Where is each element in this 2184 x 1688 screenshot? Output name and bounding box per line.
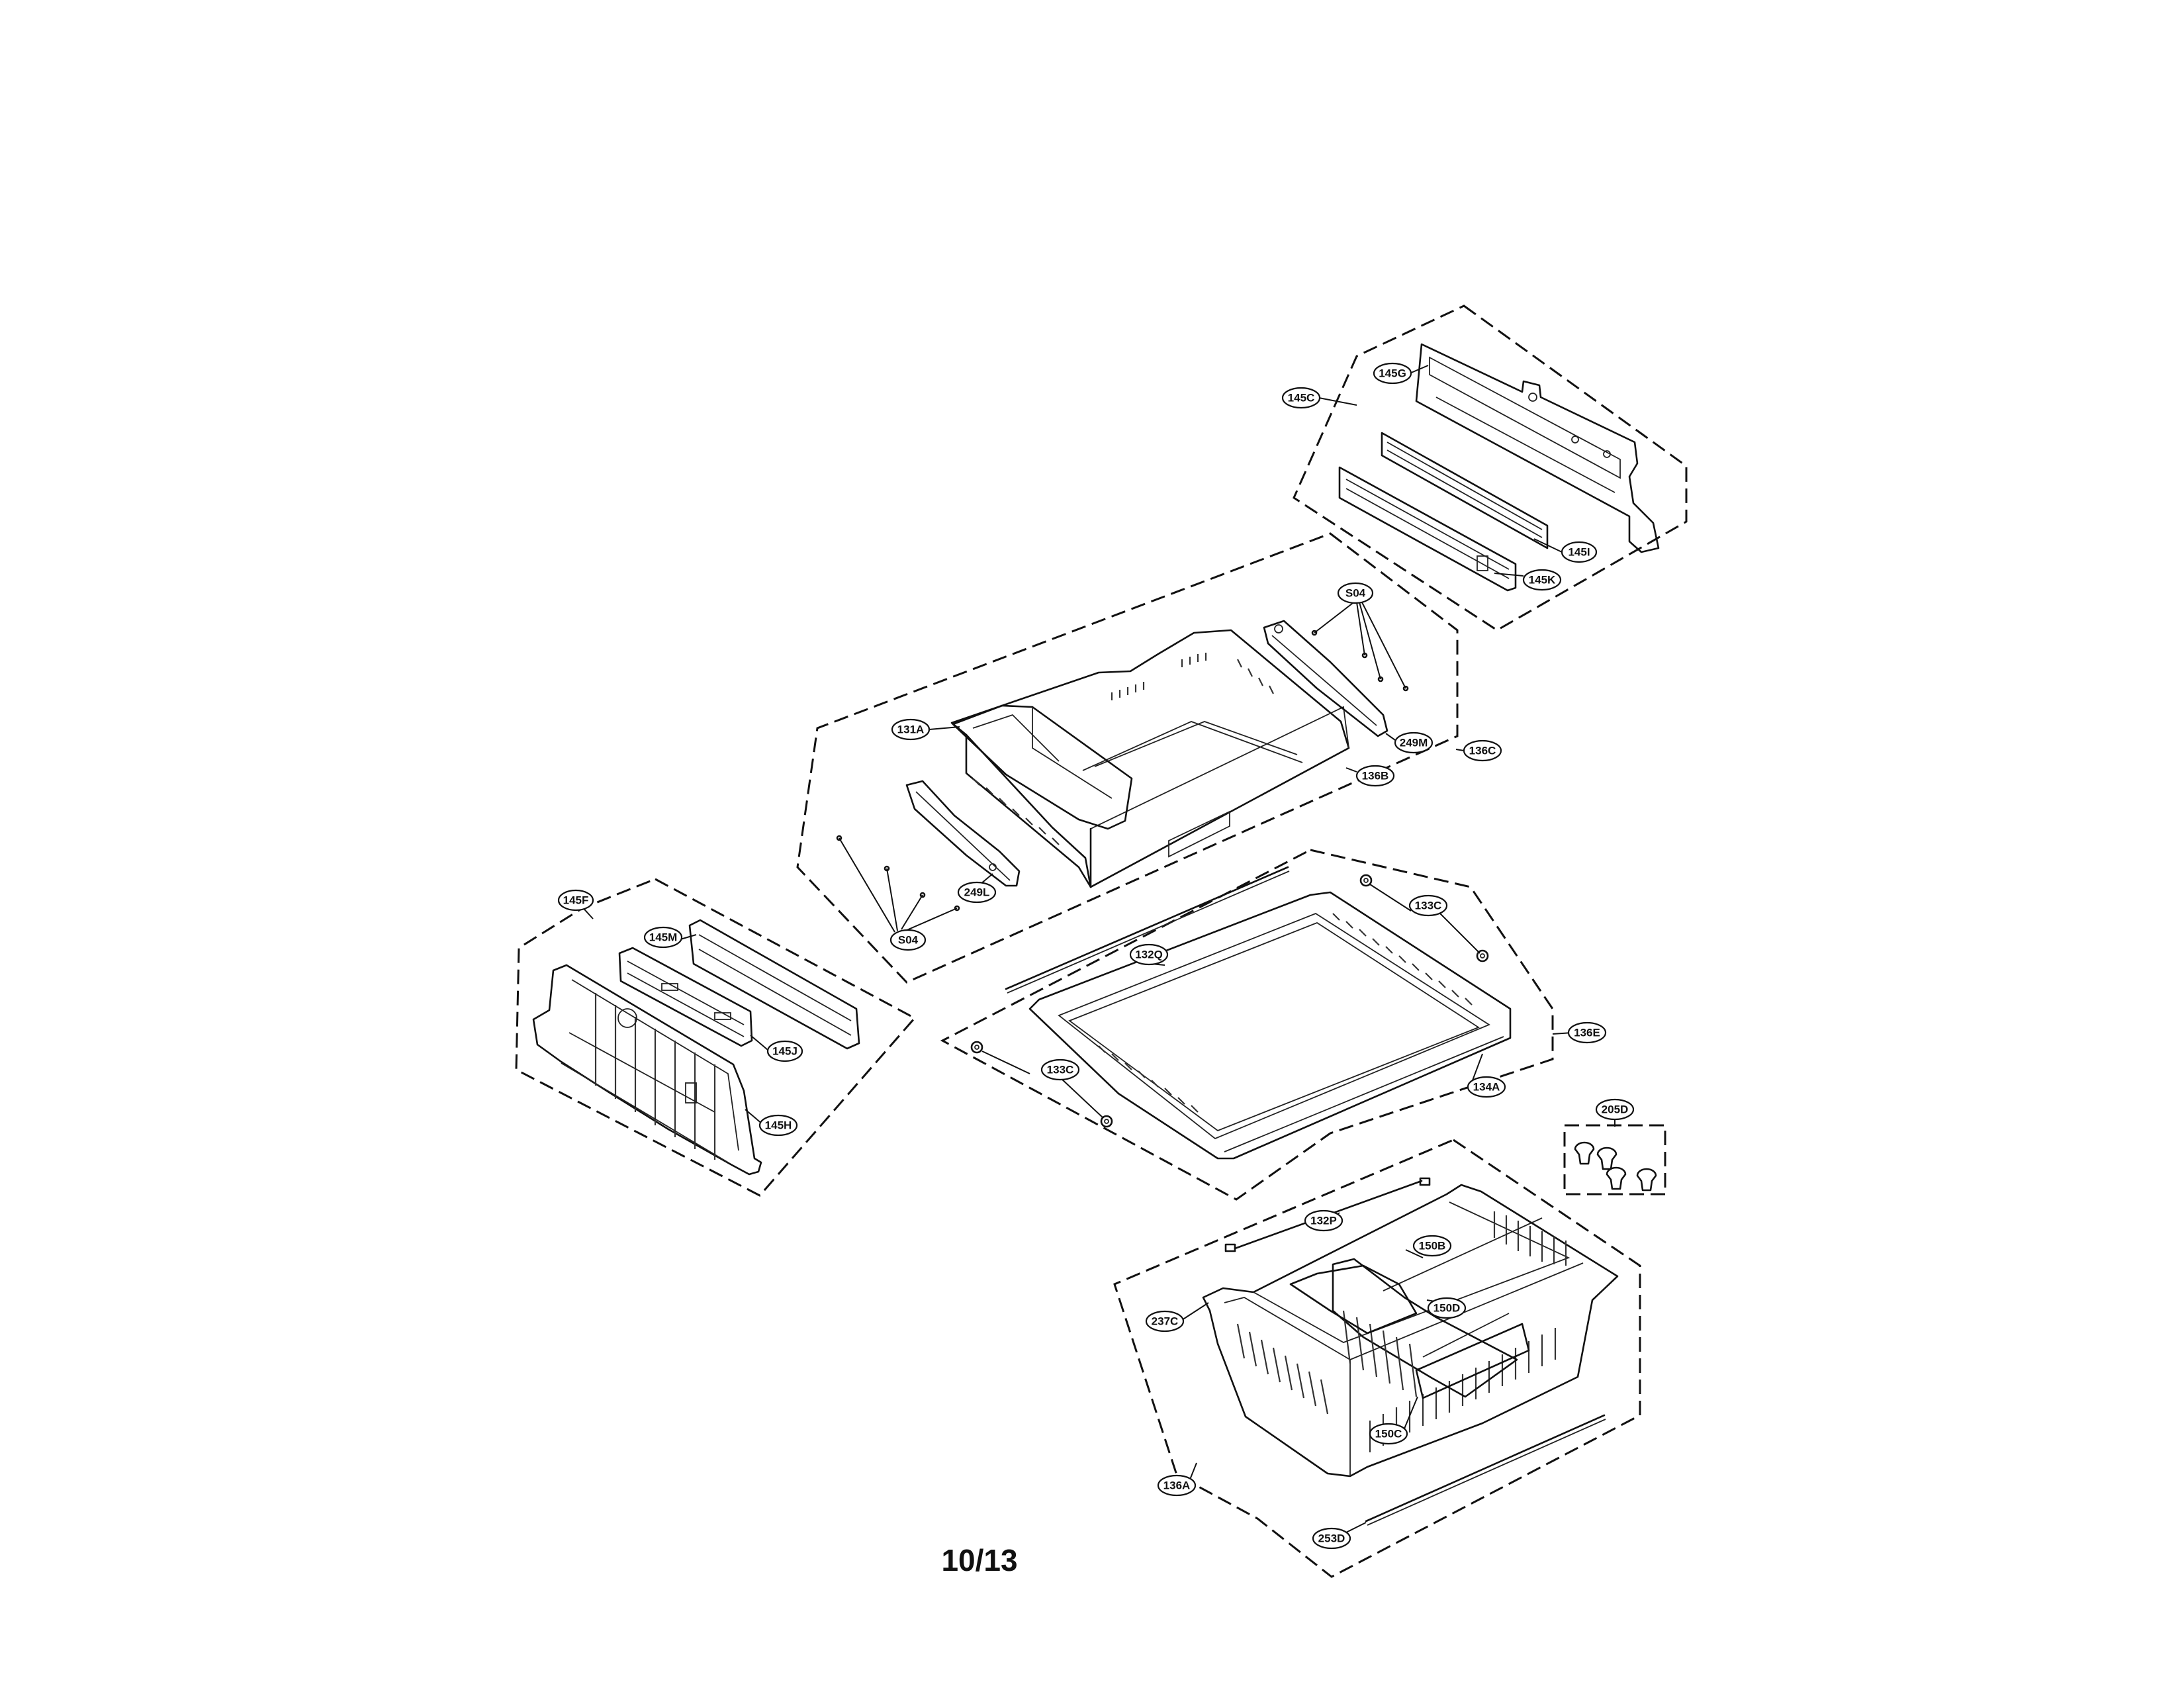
- callout-145c: 145C: [1281, 387, 1321, 409]
- part-145g-bracket: [1415, 343, 1660, 553]
- svg-text:131A: 131A: [897, 724, 925, 736]
- svg-text:134A: 134A: [1473, 1081, 1500, 1094]
- callout-205d: 205D: [1595, 1098, 1635, 1121]
- part-145h-frame: [532, 964, 762, 1176]
- part-253d-rod: [1365, 1414, 1606, 1526]
- part-150d-divider: [1289, 1217, 1543, 1335]
- assembly-136c: [796, 532, 1465, 984]
- part-131a-bin: [952, 704, 1133, 830]
- screws-s04-upper: [1311, 600, 1409, 692]
- svg-text:150C: 150C: [1375, 1428, 1402, 1440]
- svg-text:132P: 132P: [1310, 1215, 1337, 1227]
- callout-132q: 132Q: [1129, 943, 1169, 966]
- assembly-145c: [1293, 305, 1688, 632]
- callout-249l: 249L: [957, 881, 997, 904]
- svg-text:133C: 133C: [1047, 1064, 1074, 1076]
- part-145j-rail: [618, 947, 753, 1047]
- svg-text:145C: 145C: [1288, 392, 1315, 404]
- svg-text:145G: 145G: [1379, 367, 1406, 380]
- part-136b-drawer: [950, 629, 1350, 888]
- screws-s04-lower: [836, 835, 960, 933]
- svg-text:136B: 136B: [1362, 770, 1389, 782]
- svg-text:145J: 145J: [772, 1045, 797, 1058]
- assembly-136a: [1113, 1139, 1641, 1578]
- callout-249m: 249M: [1394, 731, 1433, 754]
- callout-237c: 237C: [1145, 1310, 1185, 1333]
- callout-132p: 132P: [1304, 1209, 1343, 1232]
- part-136a-basket: [1202, 1184, 1619, 1477]
- svg-text:136A: 136A: [1163, 1479, 1191, 1492]
- page-number: 10/13: [941, 1543, 1018, 1577]
- callout-133c-upper: 133C: [1408, 894, 1448, 917]
- callout-136e: 136E: [1567, 1021, 1607, 1044]
- callout-136a: 136A: [1157, 1474, 1197, 1497]
- svg-text:205D: 205D: [1602, 1103, 1629, 1116]
- part-145m-rail: [688, 919, 860, 1050]
- svg-text:145F: 145F: [563, 894, 589, 907]
- part-249m-slide: [1263, 620, 1388, 737]
- callout-145j: 145J: [766, 1040, 803, 1062]
- svg-text:249L: 249L: [964, 886, 990, 899]
- callout-145g: 145G: [1373, 362, 1412, 385]
- svg-text:136E: 136E: [1574, 1027, 1600, 1039]
- callout-136c: 136C: [1463, 739, 1502, 762]
- callout-s04-upper: S04: [1337, 582, 1374, 604]
- callout-253d: 253D: [1312, 1527, 1351, 1550]
- part-150b-divider: [1332, 1258, 1518, 1398]
- svg-text:145M: 145M: [649, 931, 678, 944]
- callout-145f: 145F: [557, 889, 594, 912]
- svg-text:136C: 136C: [1469, 745, 1496, 757]
- svg-text:249M: 249M: [1400, 737, 1428, 749]
- part-145i-rail: [1381, 432, 1549, 549]
- callout-133c-lower: 133C: [1040, 1058, 1080, 1081]
- callout-145i: 145I: [1561, 541, 1598, 563]
- svg-text:150B: 150B: [1419, 1240, 1446, 1252]
- svg-text:237C: 237C: [1152, 1315, 1179, 1328]
- part-249l-slide: [905, 780, 1021, 887]
- callout-labels: 145C 145G 145I 145K S04 131A 136B 249M 1…: [557, 362, 1635, 1550]
- callout-136b: 136B: [1355, 765, 1395, 787]
- svg-text:150D: 150D: [1433, 1302, 1461, 1315]
- svg-text:145I: 145I: [1568, 546, 1590, 559]
- part-132q-strip: [1005, 866, 1290, 994]
- callout-145k: 145K: [1522, 569, 1562, 591]
- part-205d-clips: [1574, 1141, 1657, 1192]
- callout-145m: 145M: [643, 926, 683, 949]
- callout-150d: 150D: [1427, 1297, 1467, 1319]
- assembly-136e: [940, 849, 1573, 1201]
- svg-text:133C: 133C: [1415, 900, 1442, 912]
- callout-150c: 150C: [1369, 1423, 1408, 1445]
- callout-134a: 134A: [1467, 1076, 1506, 1098]
- callout-131a: 131A: [891, 718, 931, 741]
- assembly-205d: [1563, 1119, 1666, 1196]
- svg-text:145H: 145H: [765, 1119, 792, 1132]
- part-150c-handle: [1415, 1323, 1530, 1399]
- callout-s04-lower: S04: [889, 929, 927, 951]
- callout-150b: 150B: [1412, 1235, 1452, 1257]
- svg-text:145K: 145K: [1529, 574, 1556, 586]
- svg-text:253D: 253D: [1318, 1532, 1345, 1545]
- part-145k-rail: [1338, 466, 1517, 592]
- svg-text:132Q: 132Q: [1135, 949, 1163, 961]
- callout-145h: 145H: [758, 1114, 798, 1137]
- part-134a-tray: [1028, 891, 1512, 1160]
- svg-text:S04: S04: [898, 934, 919, 947]
- part-133c-nuts: [970, 874, 1489, 1128]
- svg-text:S04: S04: [1345, 587, 1366, 600]
